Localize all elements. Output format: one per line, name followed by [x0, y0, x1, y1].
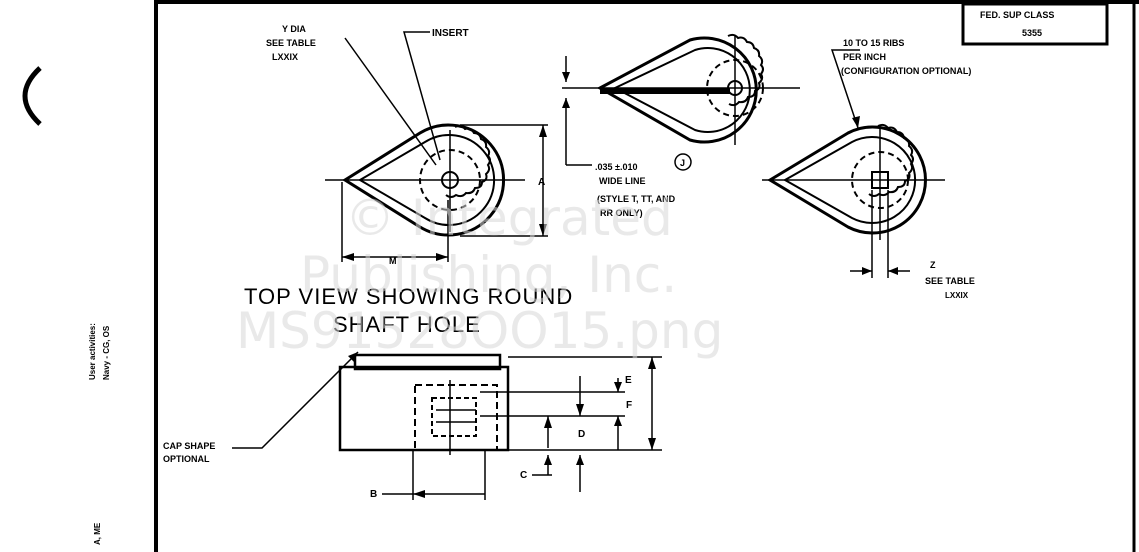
ribs-label-3: (CONFIGURATION OPTIONAL): [841, 66, 971, 76]
dim-f-label: F: [626, 400, 632, 411]
line-spec-label-2: WIDE LINE: [599, 176, 646, 186]
dim-m-label: M: [389, 256, 397, 266]
line-spec-label: .035 ±.010: [595, 162, 637, 172]
ribs-label-1: 10 TO 15 RIBS: [843, 38, 904, 48]
watermark-line2: Publishing, Inc.: [300, 246, 677, 304]
class-box-line2: 5355: [1022, 28, 1042, 38]
caption-line1: TOP VIEW SHOWING ROUND: [244, 284, 573, 309]
z-label-3: LXXIX: [945, 291, 969, 300]
margin-note: User activities: Navy - CG, OS: [88, 323, 111, 380]
margin-bottom-text: A, ME: [93, 522, 102, 545]
dim-d-label: D: [578, 429, 585, 440]
sheet-border: [154, 0, 1139, 552]
y-dia-label-3: LXXIX: [272, 52, 298, 62]
z-label-2: SEE TABLE: [925, 276, 975, 286]
dim-c-label: C: [520, 470, 527, 481]
side-view: [232, 351, 662, 500]
watermark-line1: © Integrated: [345, 189, 673, 247]
note-j-label: J: [680, 158, 685, 168]
top-left-view: [325, 31, 548, 262]
dim-e-label: E: [625, 375, 632, 386]
cap-shape-label-2: OPTIONAL: [163, 454, 210, 464]
style-note-2: RR ONLY): [600, 208, 643, 218]
watermark-line3: MS91528OO15.png: [236, 302, 723, 360]
caption-line2: SHAFT HOLE: [333, 312, 481, 337]
top-middle-view: [562, 33, 800, 171]
style-note-1: (STYLE T, TT, AND: [597, 194, 676, 204]
top-right-view: [762, 49, 945, 278]
dim-a-label: A: [538, 177, 545, 188]
margin-user-line2: Navy - CG, OS: [102, 325, 111, 380]
z-label-1: Z: [930, 260, 936, 270]
rib-edge: [445, 124, 491, 198]
y-dia-label-2: SEE TABLE: [266, 38, 316, 48]
class-box: FED. SUP CLASS 5355: [961, 2, 1109, 46]
cap-shape-label-1: CAP SHAPE: [163, 441, 215, 451]
insert-label: INSERT: [432, 28, 469, 39]
margin-user-line1: User activities:: [88, 323, 97, 380]
y-dia-label-1: Y DIA: [282, 24, 306, 34]
binding-mark: [22, 66, 42, 126]
class-box-line1: FED. SUP CLASS: [980, 10, 1054, 20]
dim-b-label: B: [370, 489, 377, 500]
ribs-label-2: PER INCH: [843, 52, 886, 62]
watermark: © Integrated Publishing, Inc. MS91528OO1…: [236, 189, 723, 360]
margin-note-bottom: A, ME: [93, 522, 102, 545]
